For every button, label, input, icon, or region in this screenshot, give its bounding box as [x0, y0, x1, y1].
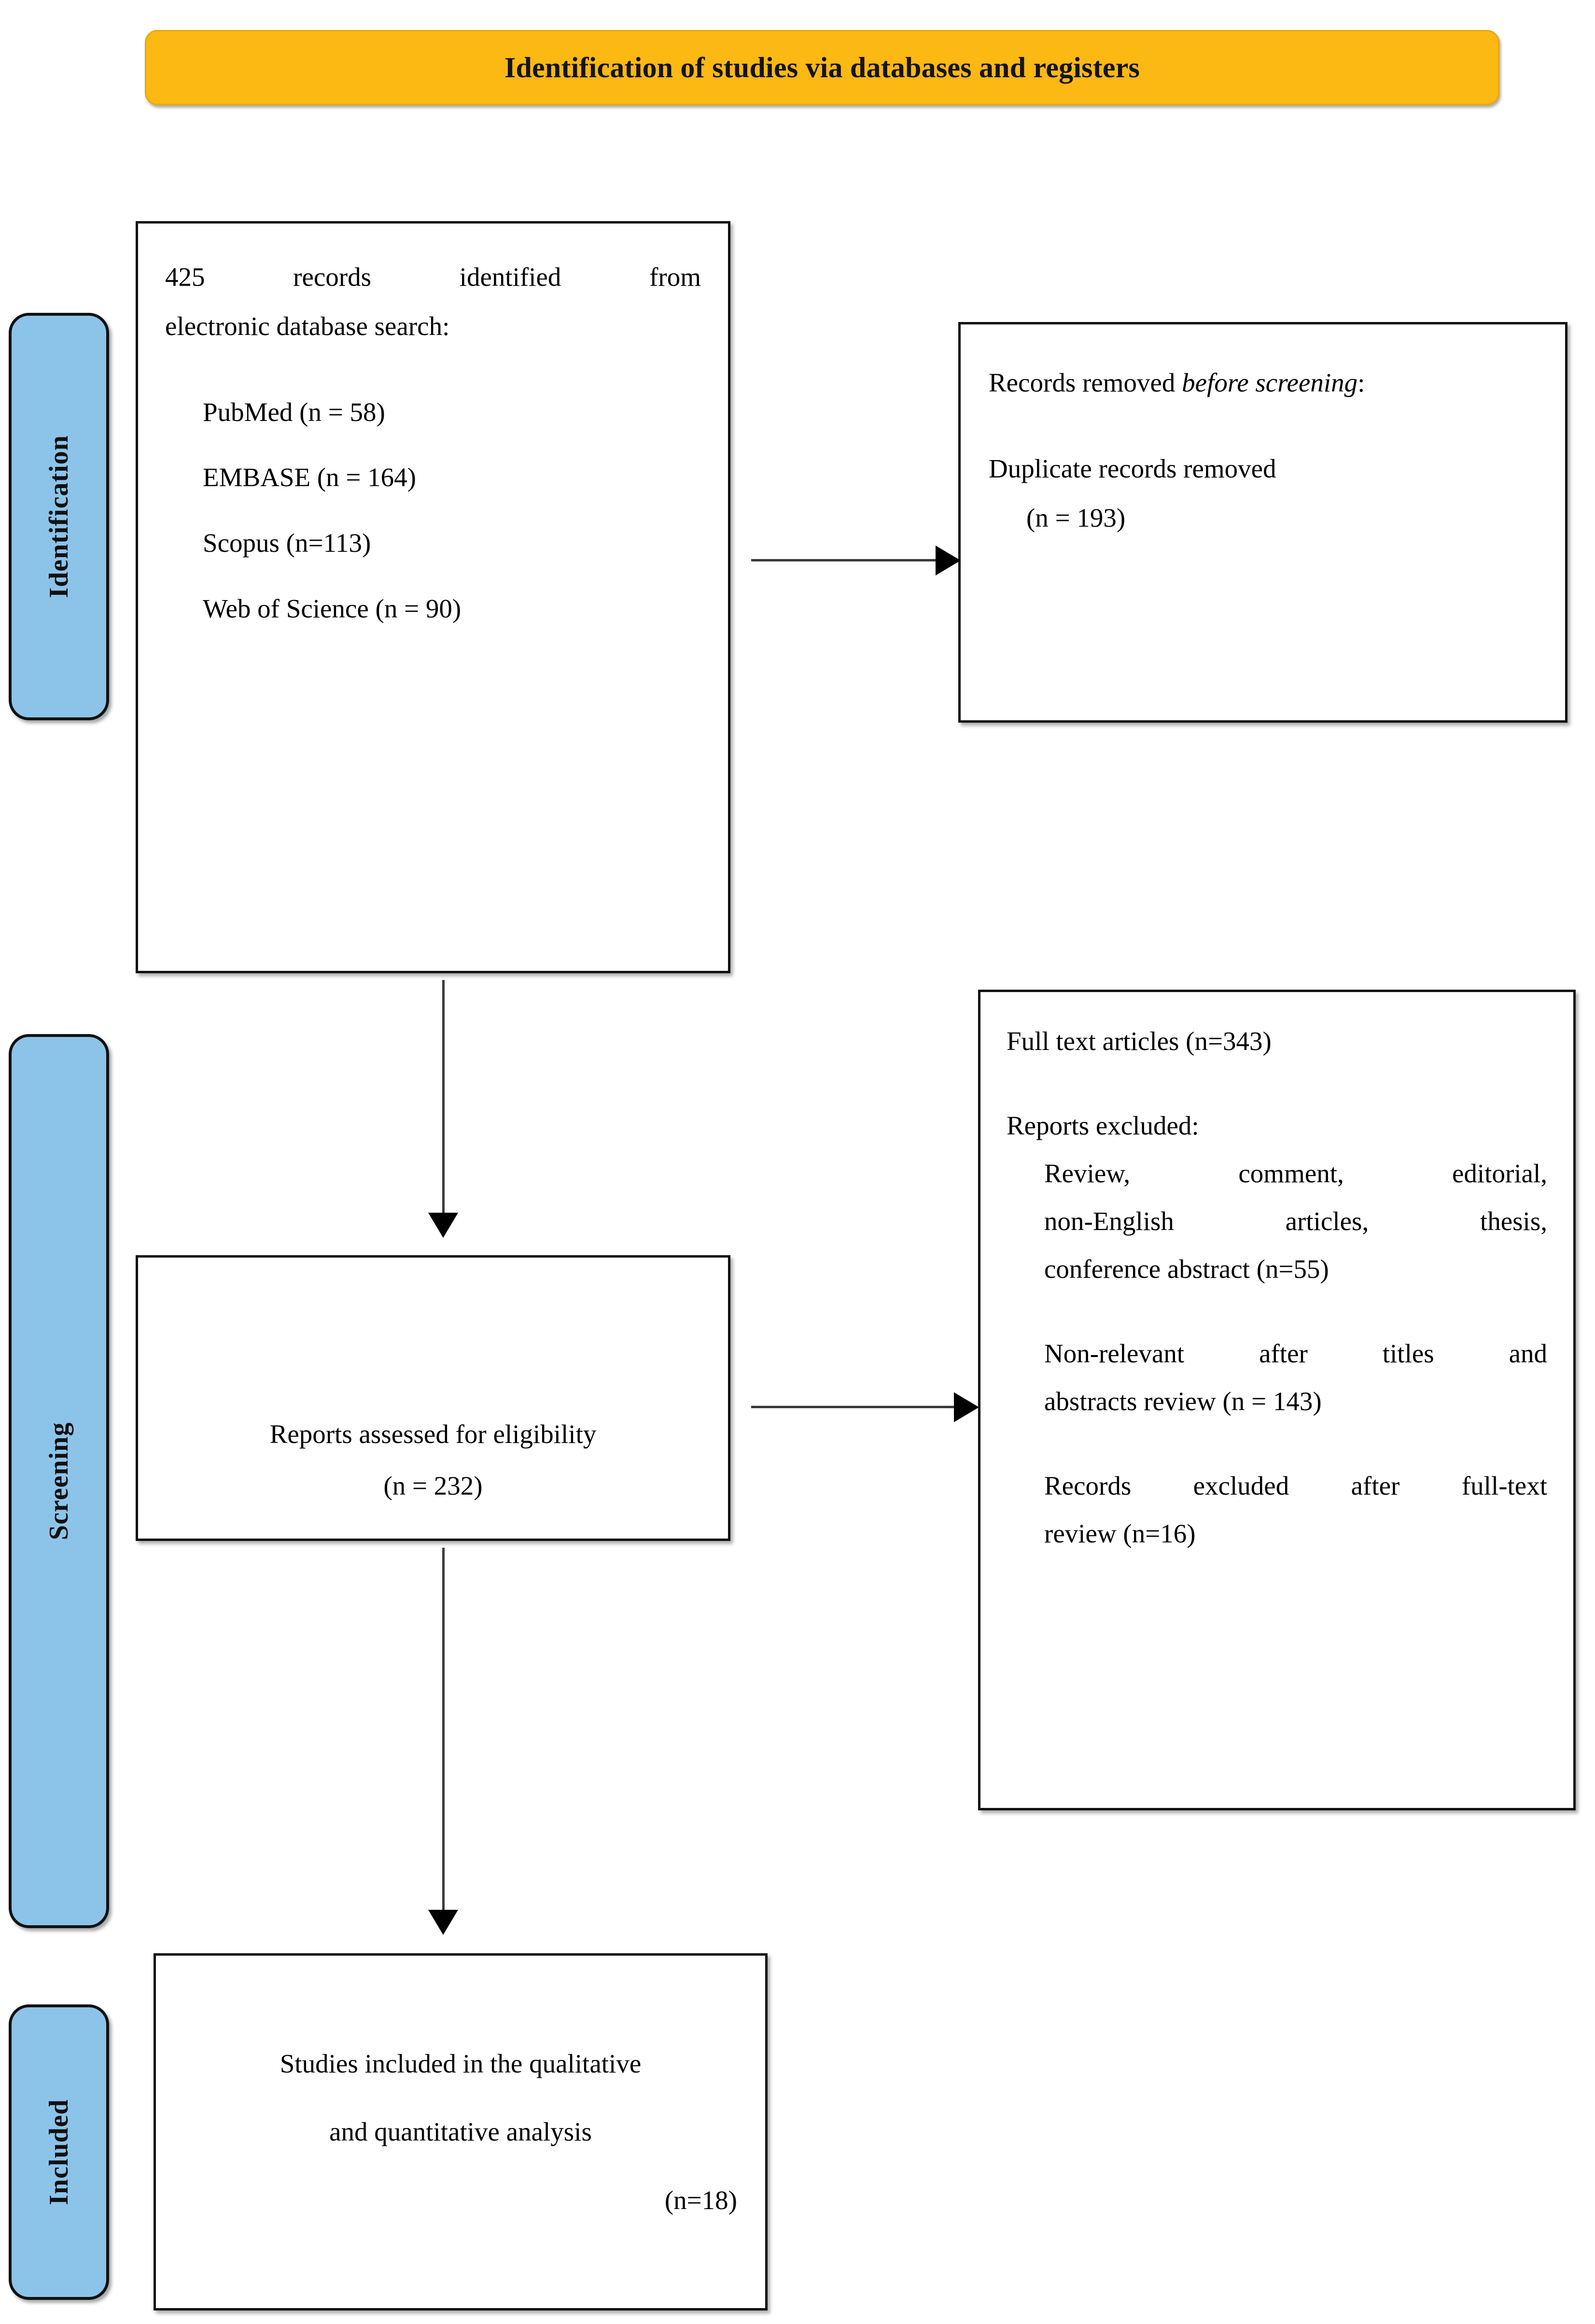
connector-identified-to-removed-line [751, 559, 939, 561]
banner-title: Identification of studies via databases … [504, 51, 1140, 84]
exclusion-reason-2-line2: abstracts review (n = 143) [1044, 1386, 1322, 1416]
reports-assessed-label: Reports assessed for eligibility [269, 1419, 597, 1449]
source-web-of-science: Web of Science (n = 90) [203, 593, 462, 623]
records-identified-line1: 425 records identified from [165, 262, 701, 292]
connector-identified-to-eligibility-arrow-icon [428, 1213, 458, 1238]
connector-eligibility-to-excluded-arrow-icon [954, 1392, 979, 1422]
phase-label-identification-text: Identification [44, 435, 74, 598]
studies-included-count: (n=18) [664, 2185, 737, 2215]
records-removed-heading: Records removed before screening: [989, 358, 1537, 407]
duplicate-records-removed-count: (n = 193) [1026, 503, 1126, 532]
connector-identified-to-removed-arrow-icon [936, 546, 961, 575]
exclusion-reason-3-line2: review (n=16) [1044, 1519, 1196, 1548]
studies-included-line2: and quantitative analysis [329, 2117, 592, 2147]
phase-label-screening: Screening [9, 1034, 109, 1928]
box-studies-included: Studies included in the qualitative and … [154, 1953, 768, 2310]
diagram-header-banner: Identification of studies via databases … [145, 30, 1499, 105]
exclusion-reason-1-line2: non-English articles, thesis, [1044, 1206, 1547, 1236]
full-text-articles-count: Full text articles (n=343) [1007, 1026, 1272, 1056]
exclusion-reason-2-line1: Non-relevant after titles and [1044, 1339, 1547, 1368]
connector-eligibility-to-included-line [442, 1548, 445, 1915]
phase-label-included: Included [9, 2004, 109, 2300]
reports-excluded-heading: Reports excluded: [1007, 1111, 1199, 1140]
exclusion-reason-3-line1: Records excluded after full-text [1044, 1471, 1547, 1500]
box-records-identified: 425 records identified from electronic d… [136, 221, 730, 973]
source-pubmed: PubMed (n = 58) [203, 397, 385, 427]
phase-label-screening-text: Screening [44, 1422, 74, 1540]
reports-assessed-count: (n = 232) [383, 1470, 483, 1500]
phase-label-identification: Identification [9, 313, 109, 720]
records-identified-line2: electronic database search: [165, 311, 450, 341]
records-removed-heading-italic: before screening [1182, 368, 1358, 397]
phase-label-included-text: Included [44, 2099, 74, 2205]
exclusion-reason-1-line3: conference abstract (n=55) [1044, 1254, 1329, 1284]
duplicate-records-removed-label: Duplicate records removed [989, 453, 1276, 483]
box-records-removed: Records removed before screening: Duplic… [958, 322, 1567, 723]
source-embase: EMBASE (n = 164) [203, 462, 416, 492]
source-scopus: Scopus (n=113) [203, 528, 371, 558]
box-reports-excluded: Full text articles (n=343) Reports exclu… [978, 990, 1576, 1810]
records-removed-heading-plain: Records removed [989, 368, 1182, 397]
connector-eligibility-to-excluded-line [751, 1406, 958, 1408]
records-removed-heading-tail: : [1357, 368, 1365, 397]
studies-included-line1: Studies included in the qualitative [280, 2049, 642, 2079]
connector-identified-to-eligibility-line [442, 980, 445, 1218]
exclusion-reason-1-line1: Review, comment, editorial, [1044, 1159, 1547, 1188]
connector-eligibility-to-included-arrow-icon [428, 1910, 458, 1935]
box-reports-assessed: Reports assessed for eligibility (n = 23… [136, 1255, 730, 1541]
